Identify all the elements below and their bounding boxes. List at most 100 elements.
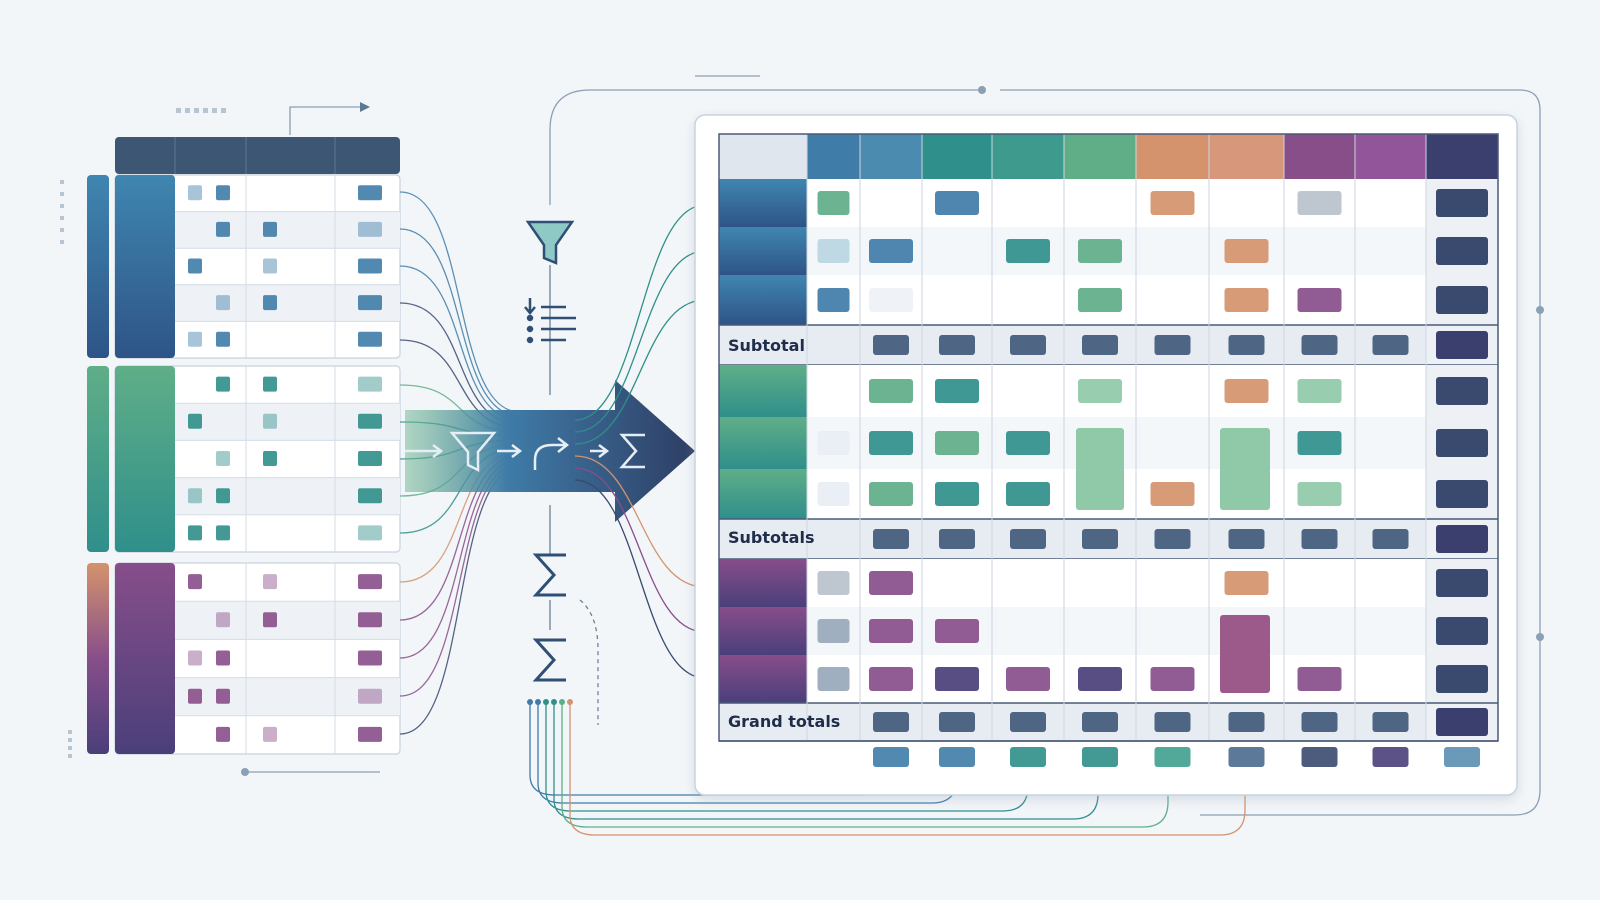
pivot-mark: [935, 191, 979, 215]
subtotal-mark: [1082, 712, 1118, 732]
connector-dot: [543, 699, 549, 705]
pivot-mark: [869, 482, 913, 506]
row-labels: Subtotal Subtotals Grand totals: [728, 336, 840, 731]
pivot-mark: [869, 619, 913, 643]
data-mark: [188, 413, 202, 429]
pivot-header-cell: [807, 134, 860, 179]
total-mark: [1436, 617, 1488, 645]
deco-dot: [68, 754, 72, 758]
pivot-mark: [1224, 571, 1269, 595]
deco-dot: [60, 180, 64, 184]
subtotal-mark: [873, 529, 909, 549]
connector-curve: [569, 702, 1246, 836]
data-mark: [263, 612, 277, 628]
pivot-mark: [1078, 379, 1122, 403]
pivot-mark: [935, 379, 979, 403]
connector-curve: [545, 702, 1029, 812]
data-mark: [216, 376, 230, 392]
data-mark: [216, 650, 230, 666]
data-mark: [358, 525, 382, 541]
connector-curve: [574, 479, 706, 679]
pivot-mark: [935, 482, 979, 506]
connector-curve: [574, 204, 706, 421]
pivot-mark: [1078, 288, 1122, 312]
data-mark: [263, 726, 277, 742]
pivot-header-cell: [860, 134, 922, 179]
data-mark: [263, 258, 277, 274]
data-mark: [216, 185, 230, 201]
data-mark: [216, 295, 230, 311]
data-mark: [358, 413, 382, 429]
row-group-cell: [719, 469, 807, 519]
pivot-mark: [817, 571, 850, 595]
data-mark: [216, 688, 230, 704]
connector-curve: [574, 250, 706, 433]
data-mark: [358, 574, 382, 590]
connector-dot: [551, 699, 557, 705]
deco-dot: [60, 228, 64, 232]
subtotal-mark: [1154, 335, 1191, 355]
grand-total-mark: [1154, 747, 1191, 767]
subtotal-mark: [1301, 529, 1338, 549]
data-mark: [358, 650, 382, 666]
row-group-cell: [719, 275, 807, 325]
pivot-mark: [817, 619, 850, 643]
pivot-mark: [869, 571, 913, 595]
grand-total-mark: [1301, 747, 1338, 767]
pivot-mark: [1297, 379, 1342, 403]
data-mark: [358, 451, 382, 466]
pivot-mark: [935, 619, 979, 643]
subtotal-mark: [1154, 529, 1191, 549]
pivot-header-cell: [1064, 134, 1136, 179]
connector-curve: [574, 299, 706, 445]
total-mark: [1436, 525, 1488, 553]
pivot-mark: [1297, 431, 1342, 455]
pivot-header-cell: [992, 134, 1064, 179]
source-header: [115, 137, 400, 174]
data-mark: [358, 688, 382, 704]
row-group-cell: [719, 179, 807, 227]
pivot-header-cell: [1426, 134, 1498, 179]
pivot-table: [718, 133, 1499, 767]
group-key-cell: [115, 175, 175, 358]
total-mark: [1436, 480, 1488, 508]
total-mark: [1436, 286, 1488, 314]
subtotal-mark: [939, 712, 975, 732]
pivot-mark: [1297, 191, 1342, 215]
pivot-mark: [1224, 379, 1269, 403]
filter-icon: [525, 220, 575, 265]
pivot-mark: [817, 431, 850, 455]
grand-total-mark: [1082, 747, 1118, 767]
subtotal-mark: [873, 335, 909, 355]
subtotal-mark: [1010, 529, 1046, 549]
subtotal-mark: [873, 712, 909, 732]
grand-total-mark: [873, 747, 909, 767]
pivot-mark: [817, 191, 850, 215]
source-table: [60, 108, 401, 758]
connector-dot: [559, 699, 565, 705]
pivot-mark: [935, 667, 979, 691]
sigma-icon: [532, 638, 566, 682]
total-mark: [1436, 569, 1488, 597]
grand-total-mark: [1228, 747, 1265, 767]
stripe: [175, 211, 400, 249]
connector-curve: [561, 702, 1169, 828]
grand-total-mark: [1444, 747, 1480, 767]
row-group-cell: [719, 227, 807, 275]
pivot-header-cell: [1355, 134, 1426, 179]
subtotal-mark: [1010, 712, 1046, 732]
pivot-mark: [1224, 239, 1269, 263]
connector-curve: [399, 228, 521, 417]
pivot-mark: [1078, 667, 1122, 691]
connector-dot: [527, 699, 533, 705]
data-mark: [188, 185, 202, 201]
pivot-header-cell: [922, 134, 992, 179]
deco-dot: [212, 108, 217, 113]
pipeline-steps: [405, 431, 645, 473]
connector-curve: [399, 467, 521, 735]
row-group-cell: [719, 655, 807, 703]
connector-curve: [399, 191, 521, 413]
pivot-border: [718, 133, 1499, 742]
subtotal-mark: [939, 335, 975, 355]
